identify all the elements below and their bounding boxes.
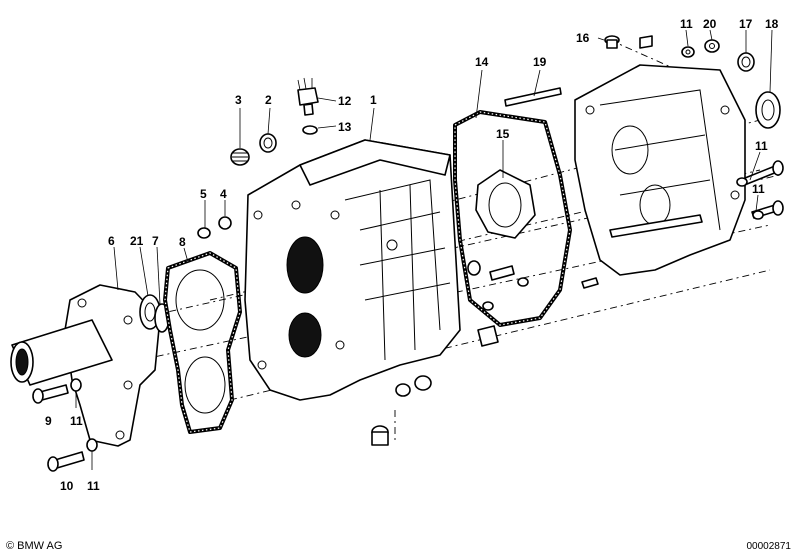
callout-19: 19 (533, 55, 547, 69)
washer-part-5 (197, 227, 211, 239)
callout-14: 14 (475, 55, 489, 69)
callout-11-b: 11 (87, 479, 100, 493)
main-housing-part-1 (244, 139, 461, 401)
callout-15: 15 (496, 127, 510, 141)
copyright-text: © BMW AG (6, 540, 63, 552)
rear-housing (574, 64, 746, 276)
callout-6: 6 (108, 234, 115, 248)
callout-1: 1 (370, 93, 377, 107)
washer-part-13 (302, 125, 318, 135)
callout-4: 4 (220, 187, 227, 201)
callout-11-d: 11 (755, 139, 768, 153)
front-cover-part-6 (10, 284, 161, 447)
seal-part-17 (737, 52, 755, 72)
nut-part-20 (704, 39, 720, 53)
seal-part-2 (259, 133, 277, 153)
plug-part-16 (604, 35, 653, 49)
plug-part-3 (230, 148, 250, 166)
callout-9: 9 (45, 414, 52, 428)
bolts-right (736, 160, 784, 220)
callout-8: 8 (179, 235, 186, 249)
rod-part-19 (504, 87, 562, 107)
pin (581, 277, 599, 289)
callout-2: 2 (265, 93, 272, 107)
document-number: 00002871 (746, 541, 792, 552)
callout-labels: 1 2 3 4 5 6 21 7 8 9 10 11 11 11 11 11 1… (45, 17, 779, 493)
gasket-part-14 (453, 110, 572, 327)
nut-part-4 (218, 216, 232, 230)
callout-10: 10 (60, 479, 74, 493)
callout-3: 3 (235, 93, 242, 107)
callout-11-a: 11 (70, 414, 83, 428)
side-sensor (467, 260, 529, 287)
callout-5: 5 (200, 187, 207, 201)
callout-11-c: 11 (680, 17, 693, 31)
side-plug (477, 301, 499, 347)
washer-part-11-top (681, 46, 695, 58)
callout-21: 21 (130, 234, 144, 248)
bolt-part-10 (47, 438, 98, 472)
bottom-plug (371, 425, 389, 446)
seal-part-18 (755, 91, 781, 129)
leader-lines (75, 29, 773, 470)
callout-11-e: 11 (752, 182, 765, 196)
bearing-plate-part-15 (475, 169, 536, 239)
callout-17: 17 (739, 17, 753, 31)
callout-13: 13 (338, 120, 352, 134)
bolt-part-9 (32, 378, 82, 404)
bottom-washer-nut (395, 375, 432, 397)
callout-12: 12 (338, 94, 352, 108)
gasket-part-8 (163, 251, 242, 434)
callout-7: 7 (152, 234, 159, 248)
callout-16: 16 (576, 31, 590, 45)
callout-20: 20 (703, 17, 717, 31)
callout-18: 18 (765, 17, 779, 31)
switch-part-12 (297, 77, 319, 116)
